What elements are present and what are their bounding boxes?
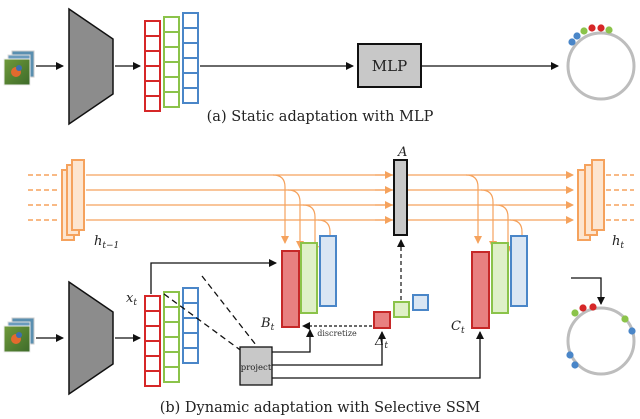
state-branch-arrows: [272, 171, 526, 259]
hidden-state-prev: [61, 159, 85, 241]
dashed-x-to-project-2: [201, 275, 257, 346]
dashed-x-to-project-1: [163, 293, 244, 353]
token-cell: [182, 57, 199, 74]
output-dot: [621, 315, 629, 323]
branch-to-C: [465, 174, 482, 244]
token-cell: [144, 325, 161, 342]
token-cell: [163, 91, 180, 108]
C-stack: [471, 235, 528, 329]
branch-to-C: [480, 189, 497, 249]
h-next-label: ht: [612, 234, 624, 251]
output-dot: [628, 327, 636, 335]
project-block: [239, 346, 273, 386]
token-cell: [144, 65, 161, 82]
token-cell: [144, 295, 161, 312]
input-images-a: [3, 50, 35, 86]
token-cell: [182, 287, 199, 304]
mlp-block: [357, 43, 422, 88]
hidden-state-next: [577, 159, 605, 241]
token-cell: [182, 302, 199, 319]
token-cell: [163, 61, 180, 78]
output-dot: [580, 27, 588, 35]
B-label: Bt: [260, 316, 275, 333]
token-stack-a: [144, 12, 199, 112]
encoder-b: [68, 280, 114, 396]
token-cell: [182, 72, 199, 89]
token-cell: [144, 50, 161, 67]
arrow-x-to-B: [150, 259, 277, 294]
token-cell: [163, 16, 180, 33]
token-cell: [163, 336, 180, 353]
token-cell: [144, 355, 161, 372]
branch-to-C: [509, 219, 526, 259]
delta-label: Δt: [374, 334, 388, 351]
caption-b: (b) Dynamic adaptation with Selective SS…: [160, 400, 481, 416]
token-cell: [182, 332, 199, 349]
output-dot: [605, 26, 613, 34]
token-cell: [144, 370, 161, 387]
token-cell: [163, 351, 180, 368]
delta-stack: [373, 294, 429, 329]
token-stack-b: [144, 287, 199, 387]
token-cell: [163, 31, 180, 48]
output-dot: [588, 24, 596, 32]
branch-to-C: [495, 204, 512, 254]
B-stack: [281, 235, 337, 328]
output-dot: [597, 24, 605, 32]
output-circle-b: [566, 303, 636, 376]
branch-to-B: [287, 189, 304, 249]
x-label: xt: [126, 291, 137, 308]
token-cell: [144, 20, 161, 37]
token-cell: [144, 340, 161, 357]
token-cell: [163, 321, 180, 338]
output-dot: [566, 351, 574, 359]
C-label: Ct: [451, 319, 465, 336]
token-cell: [144, 310, 161, 327]
token-cell: [182, 42, 199, 59]
token-cell: [182, 347, 199, 364]
token-cell: [182, 87, 199, 104]
mlp-label: MLP: [372, 57, 407, 75]
token-cell: [163, 366, 180, 383]
input-images-b: [3, 317, 35, 353]
token-cell: [144, 95, 161, 112]
output-dot: [573, 32, 581, 40]
branch-to-B: [317, 219, 334, 259]
arrow-to-output-b: [571, 277, 605, 305]
caption-a: (a) Static adaptation with MLP: [207, 109, 434, 125]
token-cell: [182, 12, 199, 29]
output-dot: [579, 304, 587, 312]
output-dot: [589, 303, 597, 311]
token-cell: [144, 80, 161, 97]
token-cell: [163, 306, 180, 323]
arrow-project-to-C: [272, 331, 484, 379]
A-matrix: [393, 159, 408, 236]
token-cell: [144, 35, 161, 52]
project-label: project: [241, 363, 272, 373]
token-cell: [182, 27, 199, 44]
token-cell: [163, 291, 180, 308]
token-cell: [163, 46, 180, 63]
output-circle-a: [566, 24, 636, 101]
hidden-state-lines: [28, 171, 634, 224]
branch-to-B: [272, 174, 289, 244]
h-prev-label: ht−1: [94, 234, 119, 251]
output-dot: [571, 361, 579, 369]
encoder-a: [68, 7, 114, 126]
output-dot: [568, 38, 576, 46]
token-cell: [163, 76, 180, 93]
A-label: A: [397, 145, 407, 160]
discretize-label: discretize: [317, 329, 357, 338]
output-dot: [571, 309, 579, 317]
token-cell: [182, 317, 199, 334]
arrow-project-to-B: [272, 329, 314, 353]
arrow-project-to-delta: [272, 331, 386, 366]
branch-to-B: [302, 204, 319, 254]
